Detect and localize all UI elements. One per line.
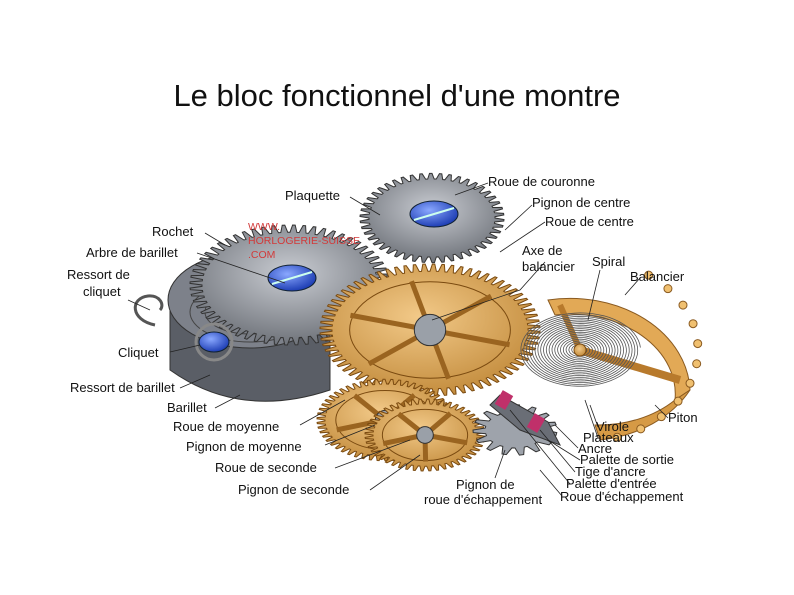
watermark-line-1: WWW. (248, 221, 280, 233)
label-pignon-centre: Pignon de centre (532, 195, 630, 210)
label-plateaux: Plateaux (583, 430, 634, 445)
watermark-line-3: .COM (248, 249, 275, 261)
label-plaquette: Plaquette (285, 188, 340, 203)
label-balancier: Balancier (630, 269, 685, 284)
label-ancre: Ancre (578, 441, 612, 456)
label-cliquet: Cliquet (118, 345, 159, 360)
label-rochet: Rochet (152, 224, 194, 239)
label-ressort-cliquet-1: Ressort de (67, 267, 130, 282)
label-ressort-cliquet-2: cliquet (83, 284, 121, 299)
label-roue-moyenne: Roue de moyenne (173, 419, 279, 434)
label-pignon-seconde: Pignon de seconde (238, 482, 349, 497)
label-axe-balancier-1: Axe de (522, 243, 562, 258)
watermark-line-2: HORLOGERIE-SUISSE (248, 235, 360, 247)
slide-title: Le bloc fonctionnel d'une montre (173, 78, 621, 113)
label-pignon-echappement-2: roue d'échappement (424, 492, 543, 507)
centre-wheel (319, 263, 541, 397)
label-palette-entree: Palette d'entrée (566, 476, 657, 491)
balance-screws (612, 270, 703, 442)
label-piton: Piton (668, 410, 698, 425)
watermark: WWW. HORLOGERIE-SUISSE .COM (248, 221, 360, 261)
label-roue-echappement: Roue d'échappement (560, 489, 684, 504)
label-ressort-barillet: Ressort de barillet (70, 380, 175, 395)
hairspring (520, 312, 641, 387)
balance-staff (573, 343, 587, 357)
label-roue-couronne: Roue de couronne (488, 174, 595, 189)
label-arbre-barillet: Arbre de barillet (86, 245, 178, 260)
label-roue-centre: Roue de centre (545, 214, 634, 229)
fourth-wheel (364, 398, 486, 472)
label-palette-sortie: Palette de sortie (580, 452, 674, 467)
blue-screws (194, 200, 459, 362)
label-pignon-moyenne: Pignon de moyenne (186, 439, 302, 454)
label-spiral: Spiral (592, 254, 625, 269)
label-tige-ancre: Tige d'ancre (575, 464, 646, 479)
label-pignon-echappement-1: Pignon de (456, 477, 515, 492)
label-virole: Virole (596, 419, 629, 434)
leader-lines (127, 182, 669, 497)
click-spring (133, 294, 164, 327)
label-barillet: Barillet (167, 400, 207, 415)
label-axe-balancier-2: balancier (522, 259, 575, 274)
label-roue-seconde: Roue de seconde (215, 460, 317, 475)
